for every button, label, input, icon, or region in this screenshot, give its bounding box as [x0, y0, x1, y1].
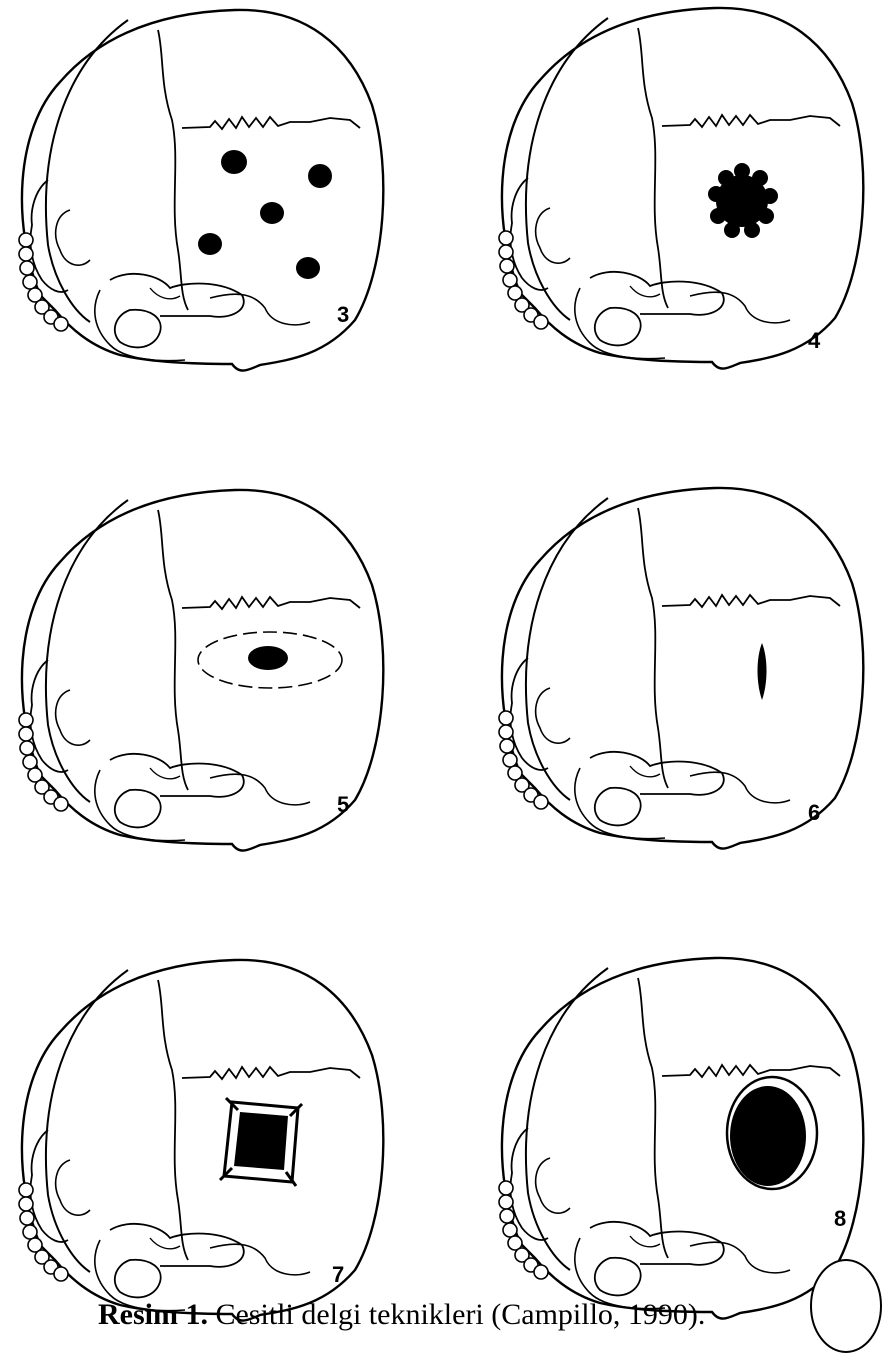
panel-number-3: 3	[337, 302, 349, 327]
caption-text: Cesitli delgi teknikleri (Campillo, 1990…	[208, 1298, 705, 1331]
skull-panel-5: 5	[19, 490, 383, 851]
skull-panel-6: 6	[499, 488, 863, 849]
round-opening-8	[727, 1077, 817, 1189]
removed-bone-disc	[811, 1260, 881, 1352]
caption-label: Resim 1.	[98, 1298, 208, 1331]
skull-panel-3: 3	[19, 10, 383, 371]
skull-panel-8: 8	[499, 958, 863, 1319]
panel-number-8: 8	[834, 1206, 846, 1231]
rectangular-opening-7	[220, 1098, 302, 1186]
skull-panel-7: 7	[19, 960, 383, 1321]
panel-number-4: 4	[808, 328, 821, 353]
panel-number-5: 5	[337, 792, 349, 817]
panel-number-6: 6	[808, 800, 820, 825]
panel-number-7: 7	[332, 1262, 344, 1287]
skull-panel-4: 4	[499, 8, 863, 369]
figure-caption: Resim 1. Cesitli delgi teknikleri (Campi…	[98, 1298, 818, 1332]
